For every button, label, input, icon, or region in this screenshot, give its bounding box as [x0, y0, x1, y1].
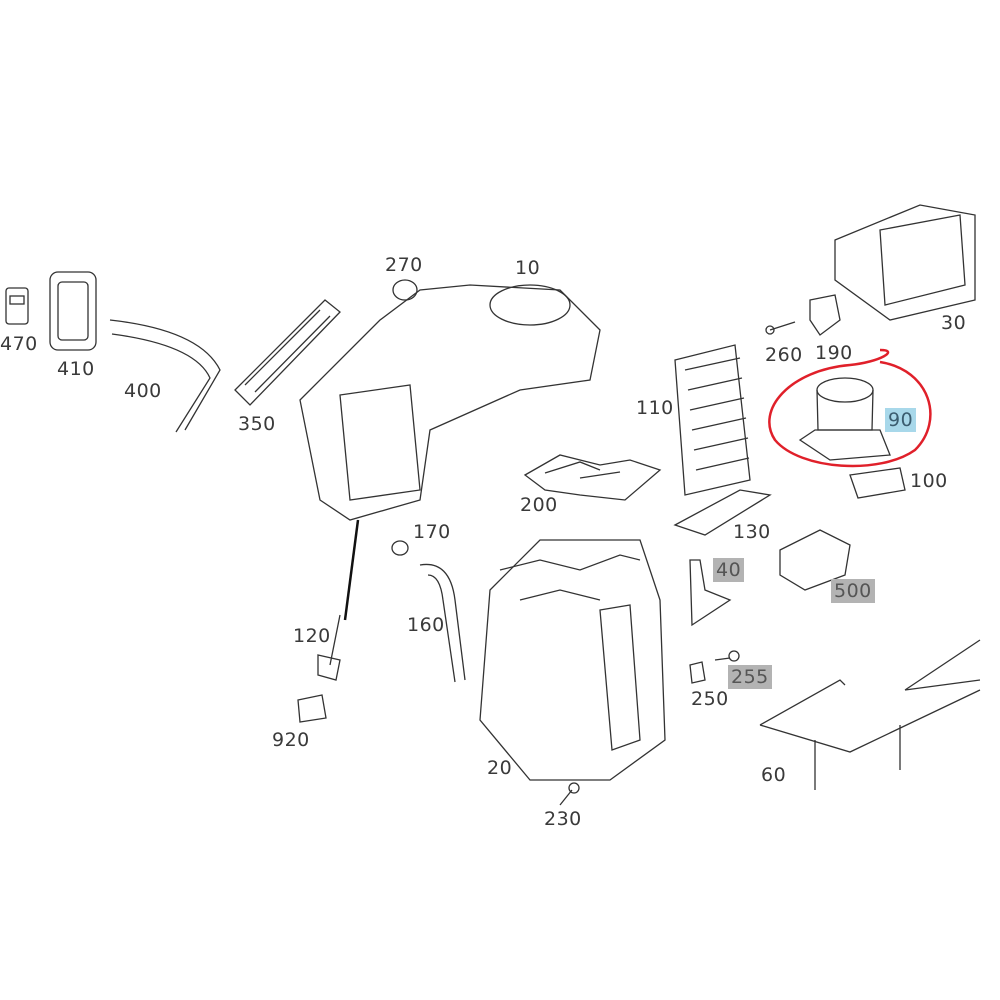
callout-260[interactable]: 260 — [765, 344, 803, 366]
part-30-module[interactable] — [834, 204, 976, 321]
part-170-clip[interactable] — [391, 540, 409, 556]
part-260-screw[interactable] — [765, 321, 796, 335]
part-160-hose[interactable] — [419, 563, 466, 683]
part-500-control-unit[interactable] — [779, 529, 851, 591]
part-470-switch[interactable] — [5, 287, 29, 325]
callout-160[interactable]: 160 — [407, 614, 445, 636]
part-250-clip[interactable] — [689, 661, 706, 684]
callout-920[interactable]: 920 — [272, 729, 310, 751]
part-410-panel[interactable] — [49, 271, 97, 351]
callout-270[interactable]: 270 — [385, 254, 423, 276]
callout-250[interactable]: 250 — [691, 688, 729, 710]
part-350-evaporator[interactable] — [234, 299, 341, 406]
callout-30[interactable]: 30 — [941, 312, 967, 334]
callout-60[interactable]: 60 — [761, 764, 787, 786]
callout-110[interactable]: 110 — [636, 397, 674, 419]
part-20-heater-box[interactable] — [479, 539, 666, 781]
callout-100[interactable]: 100 — [910, 470, 948, 492]
part-60-panel[interactable] — [759, 639, 981, 790]
part-120-sensor[interactable] — [317, 519, 360, 681]
part-920-connector[interactable] — [297, 694, 327, 723]
callout-410[interactable]: 410 — [57, 358, 95, 380]
callout-130[interactable]: 130 — [733, 521, 771, 543]
callout-500-marked[interactable]: 500 — [831, 579, 875, 603]
part-190-actuator[interactable] — [809, 294, 841, 336]
part-40-bracket[interactable] — [689, 559, 732, 627]
callout-200[interactable]: 200 — [520, 494, 558, 516]
part-130-seal[interactable] — [673, 489, 772, 536]
part-100-regulator[interactable] — [849, 467, 906, 499]
callout-10[interactable]: 10 — [515, 257, 541, 279]
part-270-cap[interactable] — [392, 279, 418, 301]
callout-40-marked[interactable]: 40 — [713, 558, 745, 582]
callout-230[interactable]: 230 — [544, 808, 582, 830]
part-200-gasket[interactable] — [523, 454, 662, 501]
part-230-screw[interactable] — [559, 782, 580, 806]
callout-470[interactable]: 470 — [0, 333, 38, 355]
callout-190[interactable]: 190 — [815, 342, 853, 364]
part-90-blower-motor[interactable] — [798, 377, 891, 461]
part-110-filter[interactable] — [674, 344, 751, 496]
part-10-housing[interactable] — [299, 284, 601, 521]
callout-120[interactable]: 120 — [293, 625, 331, 647]
part-400-pipes[interactable] — [109, 319, 221, 433]
callout-400[interactable]: 400 — [124, 380, 162, 402]
part-255-screw[interactable] — [714, 650, 740, 662]
callout-20[interactable]: 20 — [487, 757, 513, 779]
callout-170[interactable]: 170 — [413, 521, 451, 543]
callout-255-marked[interactable]: 255 — [728, 665, 772, 689]
callout-90-selected[interactable]: 90 — [885, 408, 917, 432]
selection-circle — [768, 348, 932, 468]
callout-350[interactable]: 350 — [238, 413, 276, 435]
